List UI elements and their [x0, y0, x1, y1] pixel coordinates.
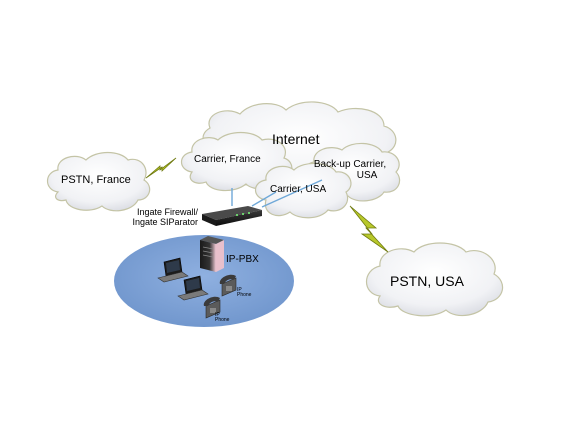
phone-label-line1: IP — [237, 287, 242, 293]
phone-label-line1: IP — [215, 312, 220, 318]
lightning-bolt-usa — [349, 205, 389, 253]
laptop-icon — [177, 275, 209, 301]
backup-carrier-label: Back-up Carrier, USA — [310, 159, 390, 181]
pstn-usa-cloud — [365, 242, 504, 317]
carrier-france-cloud — [180, 131, 293, 192]
carrier-france-label: Carrier, France — [194, 154, 261, 165]
phone-label: IP Phone — [215, 313, 229, 323]
desk-phone-icon — [219, 274, 237, 297]
carrier-links — [231, 179, 323, 208]
router-appliance-icon — [202, 206, 262, 226]
pstn-usa-label: PSTN, USA — [390, 273, 464, 289]
ip-pbx-label: IP-PBX — [226, 254, 259, 265]
firewall-label-line2: Ingate SIParator — [132, 216, 198, 227]
backup-carrier-label-line2: USA — [356, 170, 378, 181]
firewall-label: Ingate Firewall/ Ingate SIParator — [114, 207, 198, 228]
laptop-icon — [157, 257, 189, 283]
phone-label: IP Phone — [237, 288, 251, 298]
backup-carrier-label-line1: Back-up Carrier, — [313, 159, 387, 170]
carrier-usa-cloud — [254, 162, 352, 219]
lan-ellipse — [114, 235, 294, 327]
internet-label: Internet — [272, 131, 320, 147]
desk-phone-icon — [203, 296, 221, 319]
pstn-france-label: PSTN, France — [61, 174, 131, 186]
carrier-usa-label: Carrier, USA — [270, 184, 327, 195]
pstn-france-cloud — [46, 151, 151, 212]
server-tower-icon — [200, 236, 224, 272]
phone-label-line2: Phone — [215, 317, 230, 323]
lightning-bolt-france — [145, 157, 177, 179]
phone-label-line2: Phone — [237, 292, 252, 298]
firewall-label-line1: Ingate Firewall/ — [136, 207, 198, 217]
